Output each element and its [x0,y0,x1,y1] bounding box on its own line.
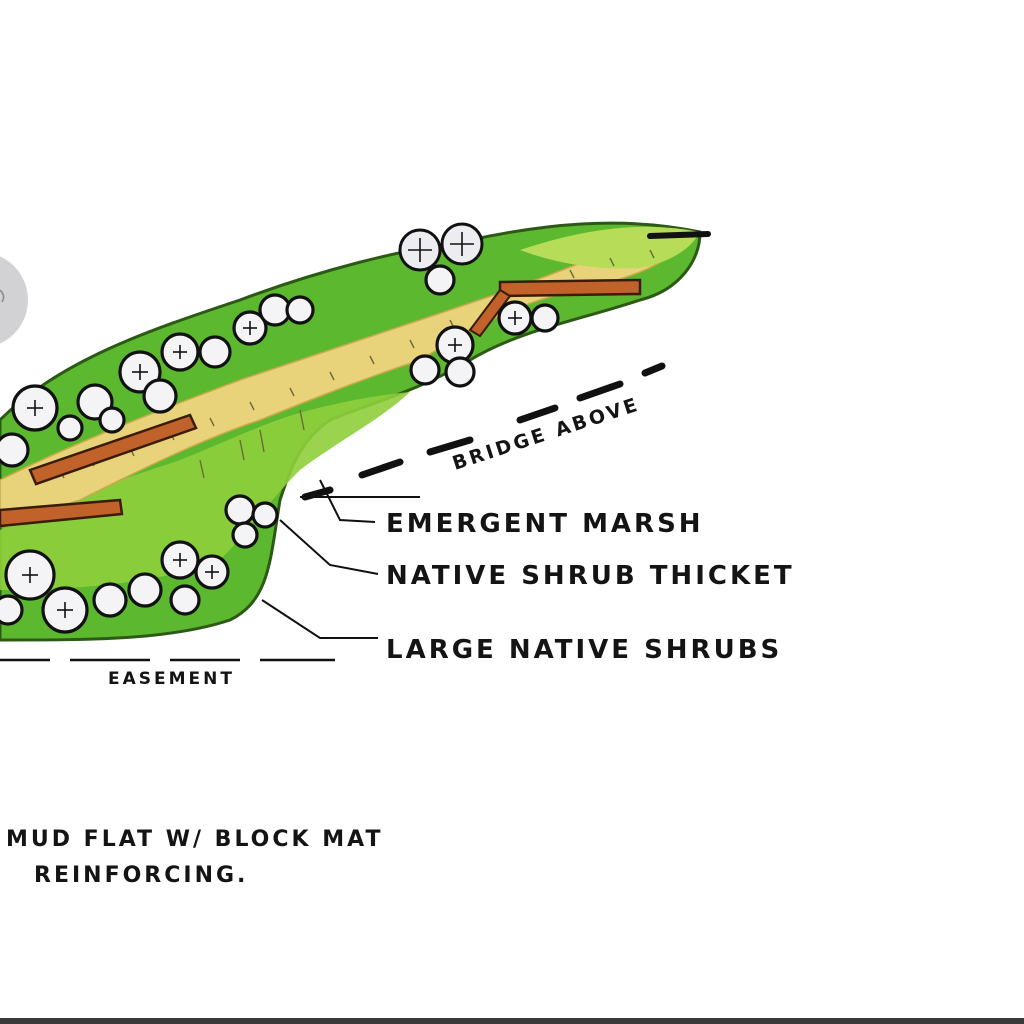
easement-label: EASEMENT [108,669,235,689]
emergent-marsh-label: EMERGENT MARSH [386,509,704,539]
bottom-edge-strip [0,1018,1024,1024]
tree-canopy-icon [398,222,484,272]
light-green-band [0,392,410,590]
mud-flat-label-line1: MUD FLAT W/ BLOCK MAT [6,827,383,852]
shrub-icon [0,494,279,634]
bridge-line [301,362,666,501]
wood-logs [0,278,642,528]
shrub-icon [409,264,560,388]
shrub-icon [0,293,315,468]
grey-disc [0,256,28,344]
leader-lines [261,479,420,639]
bridge-above-label: BRIDGE ABOVE [450,393,643,474]
mud-flat-label-line2: REINFORCING. [34,863,248,888]
marsh-band [0,239,692,519]
native-shrub-thicket-label: NATIVE SHRUB THICKET [386,561,795,591]
large-native-shrubs-label: LARGE NATIVE SHRUBS [386,635,782,665]
large-native-shrubs [0,264,560,634]
